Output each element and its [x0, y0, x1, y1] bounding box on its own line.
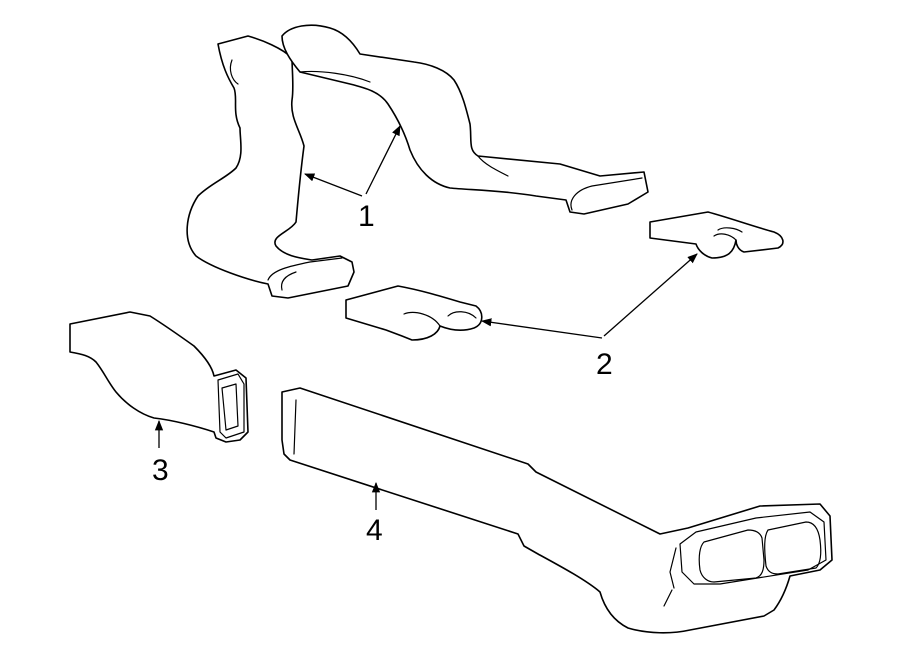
part-2-outlet-duct-right: [649, 211, 784, 259]
leader-1b: [365, 125, 401, 195]
part-3-side-duct: [69, 311, 249, 443]
callout-3: 3: [152, 454, 169, 487]
leader-1a: [304, 173, 363, 197]
callout-numbers: 1 2 3 4: [152, 200, 613, 547]
leader-2b: [603, 253, 698, 337]
leader-2a: [480, 318, 603, 339]
part-1-upper-duct: [186, 24, 649, 299]
callout-4: 4: [366, 514, 383, 547]
part-4-lower-duct: [281, 387, 833, 634]
callout-2: 2: [596, 348, 613, 381]
leader-lines: [154, 125, 698, 510]
callout-1: 1: [358, 200, 375, 233]
part-2-outlet-duct-left: [345, 285, 483, 341]
